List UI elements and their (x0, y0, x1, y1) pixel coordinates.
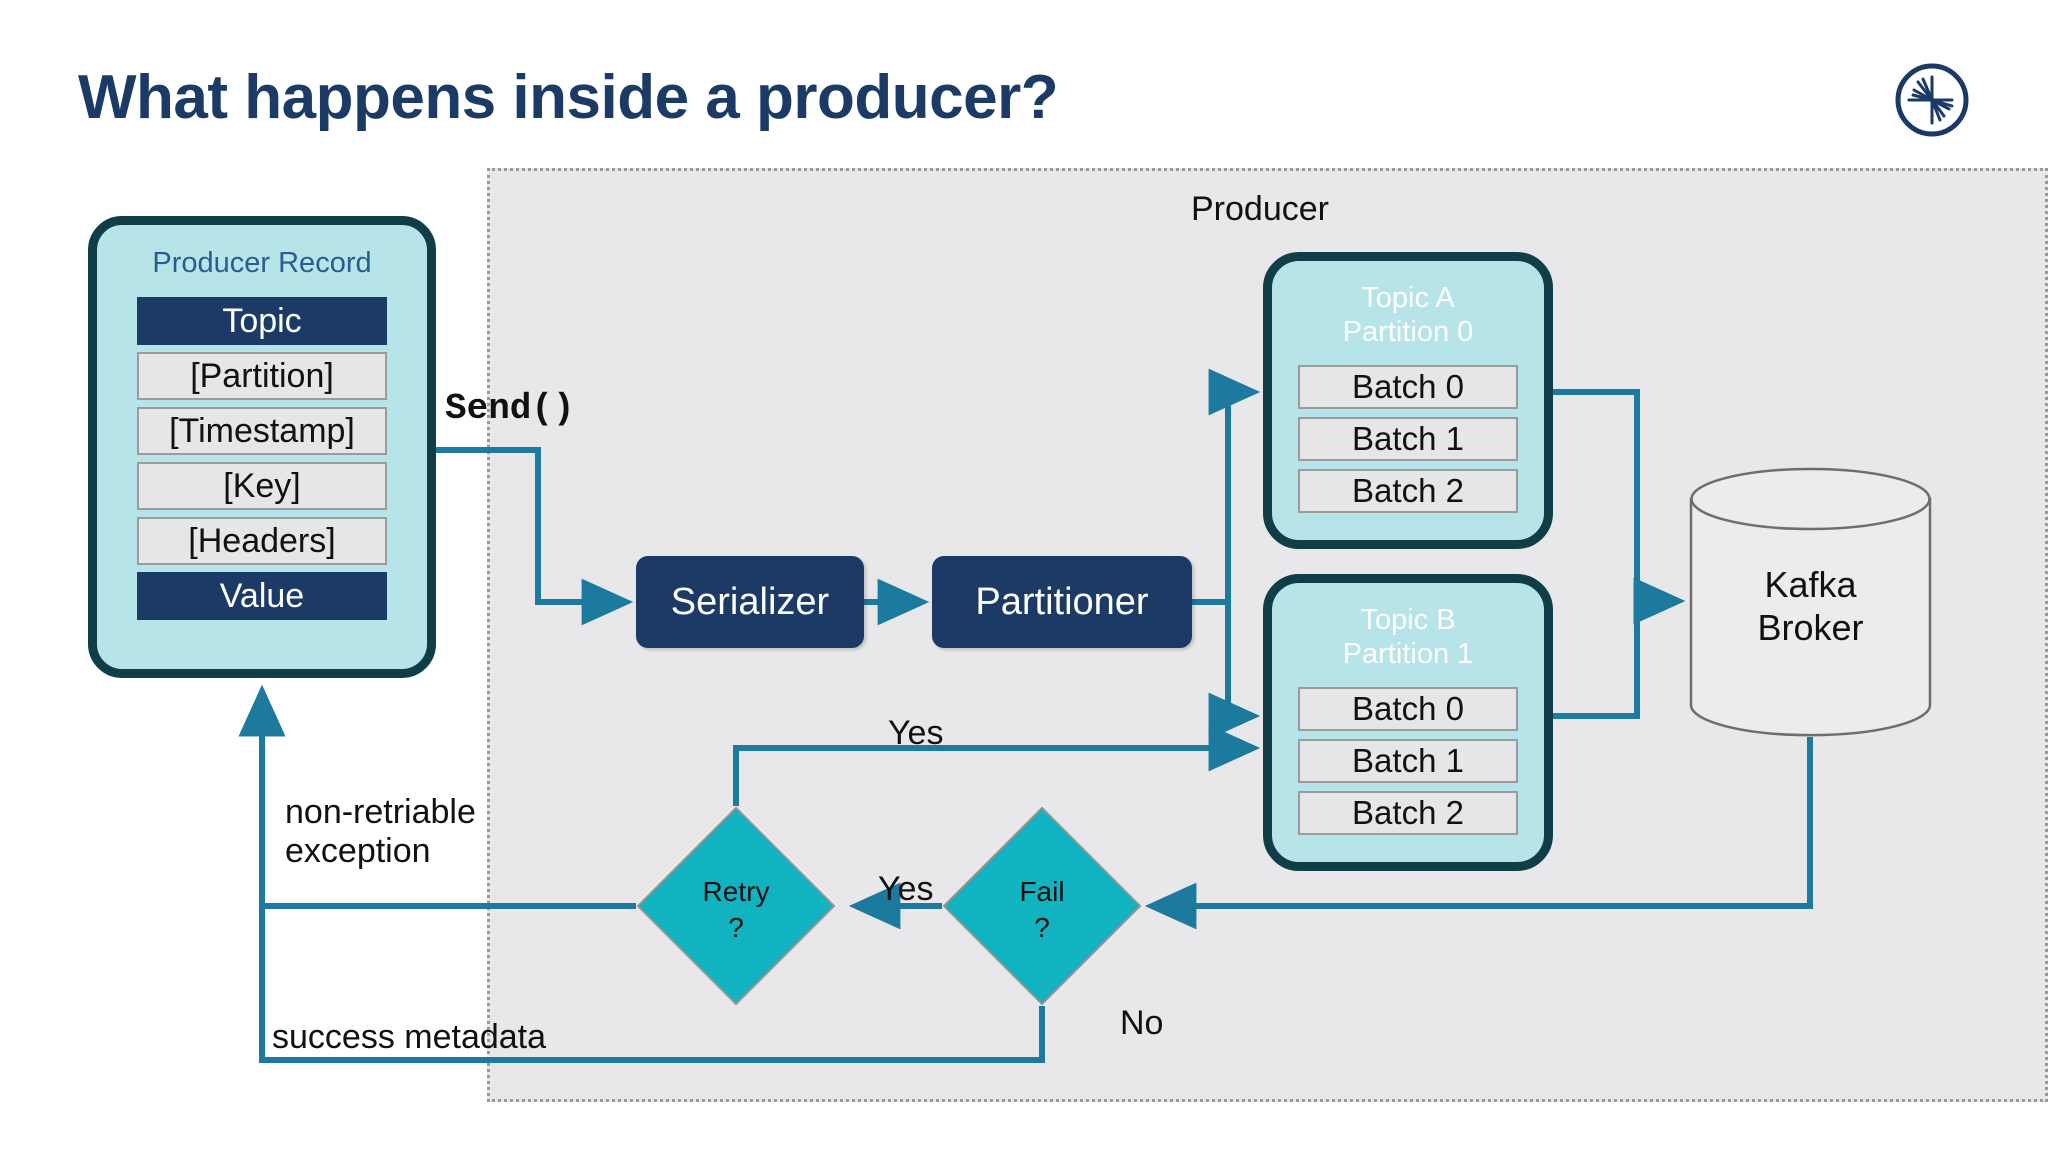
confluent-logo-icon (1894, 62, 1970, 138)
producer-label: Producer (1191, 190, 1329, 228)
kafka-broker-line-1: Kafka (1764, 564, 1857, 605)
record-field-value: Value (137, 572, 387, 620)
topic-b-title: Topic B Partition 1 (1272, 603, 1544, 671)
record-field-timestamp: [Timestamp] (137, 407, 387, 455)
topic-a-batch-1: Batch 1 (1298, 417, 1518, 461)
topic-b-batch-0: Batch 0 (1298, 687, 1518, 731)
topic-b-batches: Batch 0 Batch 1 Batch 2 (1298, 687, 1518, 843)
page-title: What happens inside a producer? (78, 63, 1059, 132)
edge-label-yes-fail-to-retry: Yes (878, 870, 934, 908)
topic-a-name: Topic A (1361, 282, 1455, 314)
topic-a-batch-2: Batch 2 (1298, 469, 1518, 513)
serializer-node: Serializer (636, 556, 864, 648)
topic-b-batch-1: Batch 1 (1298, 739, 1518, 783)
retry-label-line-1: Retry (702, 876, 770, 907)
fail-label-line-1: Fail (1019, 876, 1065, 907)
non-retriable-line-1: non-retriable (285, 793, 476, 831)
retry-decision-node: Retry ? (636, 806, 836, 1006)
record-field-headers: [Headers] (137, 517, 387, 565)
edge-label-yes-to-topic-b: Yes (888, 714, 944, 752)
fail-decision-node: Fail ? (942, 806, 1142, 1006)
topic-a-batch-0: Batch 0 (1298, 365, 1518, 409)
retry-label-line-2: ? (728, 911, 744, 943)
kafka-broker-label: Kafka Broker (1688, 563, 1933, 649)
topic-b-batch-2: Batch 2 (1298, 791, 1518, 835)
fail-label-line-2: ? (1034, 911, 1050, 943)
fail-decision-label: Fail ? (942, 874, 1142, 946)
edge-label-success-metadata: success metadata (272, 1018, 547, 1056)
retry-decision-label: Retry ? (636, 874, 836, 946)
producer-record-card: Producer Record Topic [Partition] [Times… (88, 216, 436, 678)
edge-label-no-from-fail: No (1120, 1004, 1164, 1042)
kafka-broker-cylinder: Kafka Broker (1688, 467, 1933, 737)
topic-a-batches: Batch 0 Batch 1 Batch 2 (1298, 365, 1518, 521)
send-method-label: Send() (445, 388, 575, 429)
producer-record-fields: Topic [Partition] [Timestamp] [Key] [Hea… (137, 297, 387, 627)
topic-b-partition-1-card: Topic B Partition 1 Batch 0 Batch 1 Batc… (1263, 574, 1553, 871)
topic-a-partition: Partition 0 (1342, 316, 1474, 349)
topic-b-partition: Partition 1 (1342, 638, 1474, 671)
partitioner-node: Partitioner (932, 556, 1192, 648)
topic-b-name: Topic B (1360, 604, 1456, 636)
non-retriable-line-2: exception (285, 832, 431, 871)
record-field-topic: Topic (137, 297, 387, 345)
topic-a-partition-0-card: Topic A Partition 0 Batch 0 Batch 1 Batc… (1263, 252, 1553, 549)
producer-record-title: Producer Record (152, 247, 372, 279)
record-field-partition: [Partition] (137, 352, 387, 400)
record-field-key: [Key] (137, 462, 387, 510)
edge-label-non-retriable-exception: non-retriable exception (285, 793, 476, 872)
topic-a-title: Topic A Partition 0 (1272, 281, 1544, 349)
kafka-broker-line-2: Broker (1757, 607, 1864, 649)
